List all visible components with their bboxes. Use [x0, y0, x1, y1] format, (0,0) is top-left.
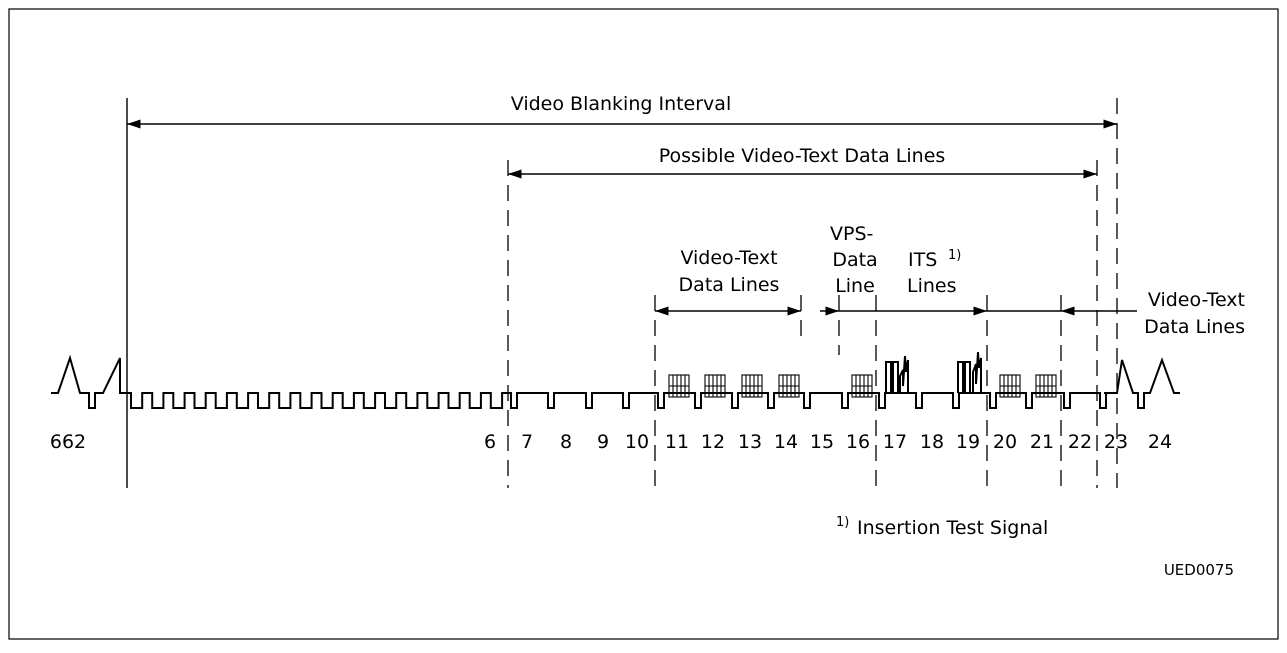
line-number-12: 12: [701, 431, 725, 453]
its-test-signal-19: [957, 351, 982, 393]
line-number-22: 22: [1068, 431, 1092, 453]
line-number-21: 21: [1030, 431, 1054, 453]
line-number-10: 10: [625, 431, 649, 453]
footnote-marker: 1): [836, 515, 849, 530]
its-test-signal-17: [885, 355, 909, 393]
line-number-15: 15: [810, 431, 834, 453]
line-number-24: 24: [1148, 431, 1172, 453]
label-vps-1: VPS-: [830, 223, 873, 245]
label-video-text-lines-b-1: Video-Text: [1148, 289, 1245, 311]
line-number-labels: 662 6 7 8 9 10 11 12 13 14 15 16 17 18 19 20 21 22 23 24: [50, 431, 1172, 453]
data-packet-box: [778, 374, 800, 398]
label-video-text-lines-a-2: Data Lines: [679, 274, 780, 296]
label-vps-3: Line: [835, 275, 875, 297]
data-packets: [668, 374, 1057, 398]
field-pulse-end: [1104, 357, 1180, 409]
line-number-8: 8: [560, 431, 572, 453]
figure-code: UED0075: [1164, 561, 1234, 579]
line-number-20: 20: [993, 431, 1017, 453]
line-number-662: 662: [50, 431, 86, 453]
line-number-19: 19: [956, 431, 980, 453]
line-number-9: 9: [597, 431, 609, 453]
data-packet-box: [851, 374, 873, 398]
broad-pulse-train: [127, 392, 508, 409]
label-video-text-lines-a-1: Video-Text: [680, 247, 777, 269]
footnote-text: Insertion Test Signal: [857, 517, 1048, 539]
label-its-lines: Lines: [907, 275, 957, 297]
line-number-11: 11: [665, 431, 689, 453]
label-video-blanking-interval: Video Blanking Interval: [511, 93, 731, 115]
line-number-17: 17: [883, 431, 907, 453]
label-vps-2: Data: [832, 249, 877, 271]
video-signal-waveform: [51, 354, 1180, 409]
line-number-7: 7: [521, 431, 533, 453]
line-number-6: 6: [484, 431, 496, 453]
field-pulse-start: [51, 354, 127, 409]
data-packet-box: [668, 374, 690, 398]
data-packet-box: [741, 374, 763, 398]
line-number-13: 13: [738, 431, 762, 453]
line-number-16: 16: [846, 431, 870, 453]
line-number-23: 23: [1104, 431, 1128, 453]
data-packet-box: [704, 374, 726, 398]
line-sync-pulses: [508, 392, 1107, 409]
label-video-text-lines-b-2: Data Lines: [1144, 316, 1245, 338]
data-packet-box: [999, 374, 1021, 398]
label-possible-video-text-data-lines: Possible Video-Text Data Lines: [659, 145, 946, 167]
line-number-14: 14: [774, 431, 798, 453]
outer-frame: [8, 8, 1279, 640]
data-packet-box: [1035, 374, 1057, 398]
label-its: ITS: [908, 249, 937, 271]
line-number-18: 18: [920, 431, 944, 453]
label-its-superscript: 1): [948, 248, 961, 263]
